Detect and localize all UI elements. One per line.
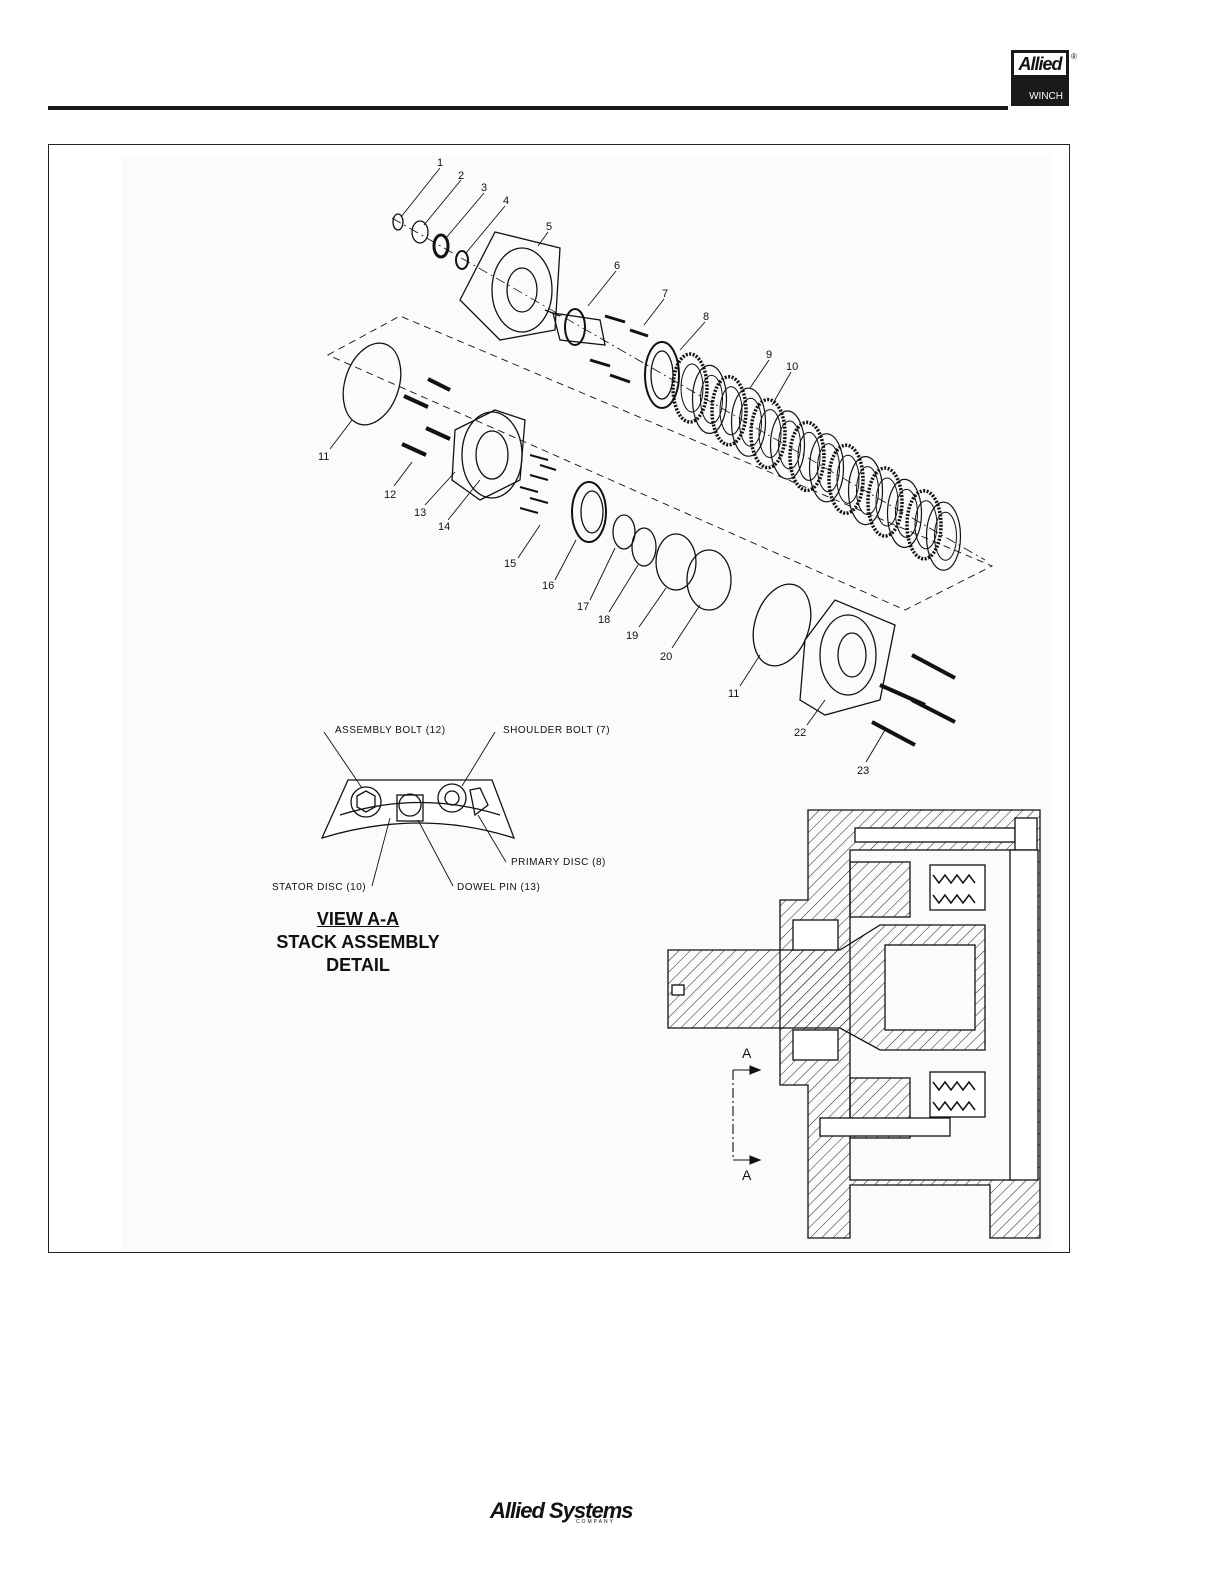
section-marker-bottom: A — [742, 1167, 752, 1183]
section-line-a-a — [733, 1066, 760, 1164]
view-title-line1: VIEW A-A — [258, 908, 458, 931]
section-marker-top: A — [742, 1045, 752, 1061]
view-title-line2: STACK ASSEMBLY — [258, 931, 458, 954]
callout-13: 13 — [414, 507, 426, 519]
callout-23: 23 — [857, 765, 869, 777]
view-title-line3: DETAIL — [258, 954, 458, 977]
disc-bore — [896, 489, 918, 537]
view-title: VIEW A-A STACK ASSEMBLY DETAIL — [258, 908, 458, 977]
label-dowel-pin: DOWEL PIN (13) — [457, 882, 540, 893]
callout-19: 19 — [626, 630, 638, 642]
disc-bore — [857, 467, 879, 515]
label-shoulder-bolt: SHOULDER BOLT (7) — [503, 725, 610, 736]
disc-bore — [818, 444, 840, 492]
callout-22: 22 — [794, 727, 806, 739]
callout-11-right: 11 — [728, 688, 739, 700]
callout-10: 10 — [786, 361, 798, 373]
detail-view-sketch — [322, 732, 514, 886]
callout-7: 7 — [662, 288, 668, 300]
callout-17: 17 — [577, 601, 589, 613]
callout-2: 2 — [458, 170, 464, 182]
callout-20: 20 — [660, 651, 672, 663]
disc-bore — [701, 375, 723, 423]
callout-14: 14 — [438, 521, 450, 533]
callout-15: 15 — [504, 558, 516, 570]
callout-1: 1 — [437, 157, 443, 169]
label-assembly-bolt: ASSEMBLY BOLT (12) — [335, 725, 446, 736]
label-stator-disc: STATOR DISC (10) — [272, 882, 366, 893]
disc-bore — [935, 512, 957, 560]
callout-18: 18 — [598, 614, 610, 626]
callout-16: 16 — [542, 580, 554, 592]
callout-12: 12 — [384, 489, 396, 501]
callout-3: 3 — [481, 182, 487, 194]
disc-bore — [779, 421, 801, 469]
disc-stack — [673, 354, 961, 570]
cross-section-drawing — [668, 810, 1040, 1238]
allied-systems-logo-sub: COMPANY — [576, 1519, 615, 1525]
disc-bore — [740, 398, 762, 446]
callout-5: 5 — [546, 221, 552, 233]
label-primary-disc: PRIMARY DISC (8) — [511, 857, 606, 868]
callout-4: 4 — [503, 195, 509, 207]
callout-9: 9 — [766, 349, 772, 361]
callout-6: 6 — [614, 260, 620, 272]
callout-11-left: 11 — [318, 451, 329, 463]
callout-8: 8 — [703, 311, 709, 323]
